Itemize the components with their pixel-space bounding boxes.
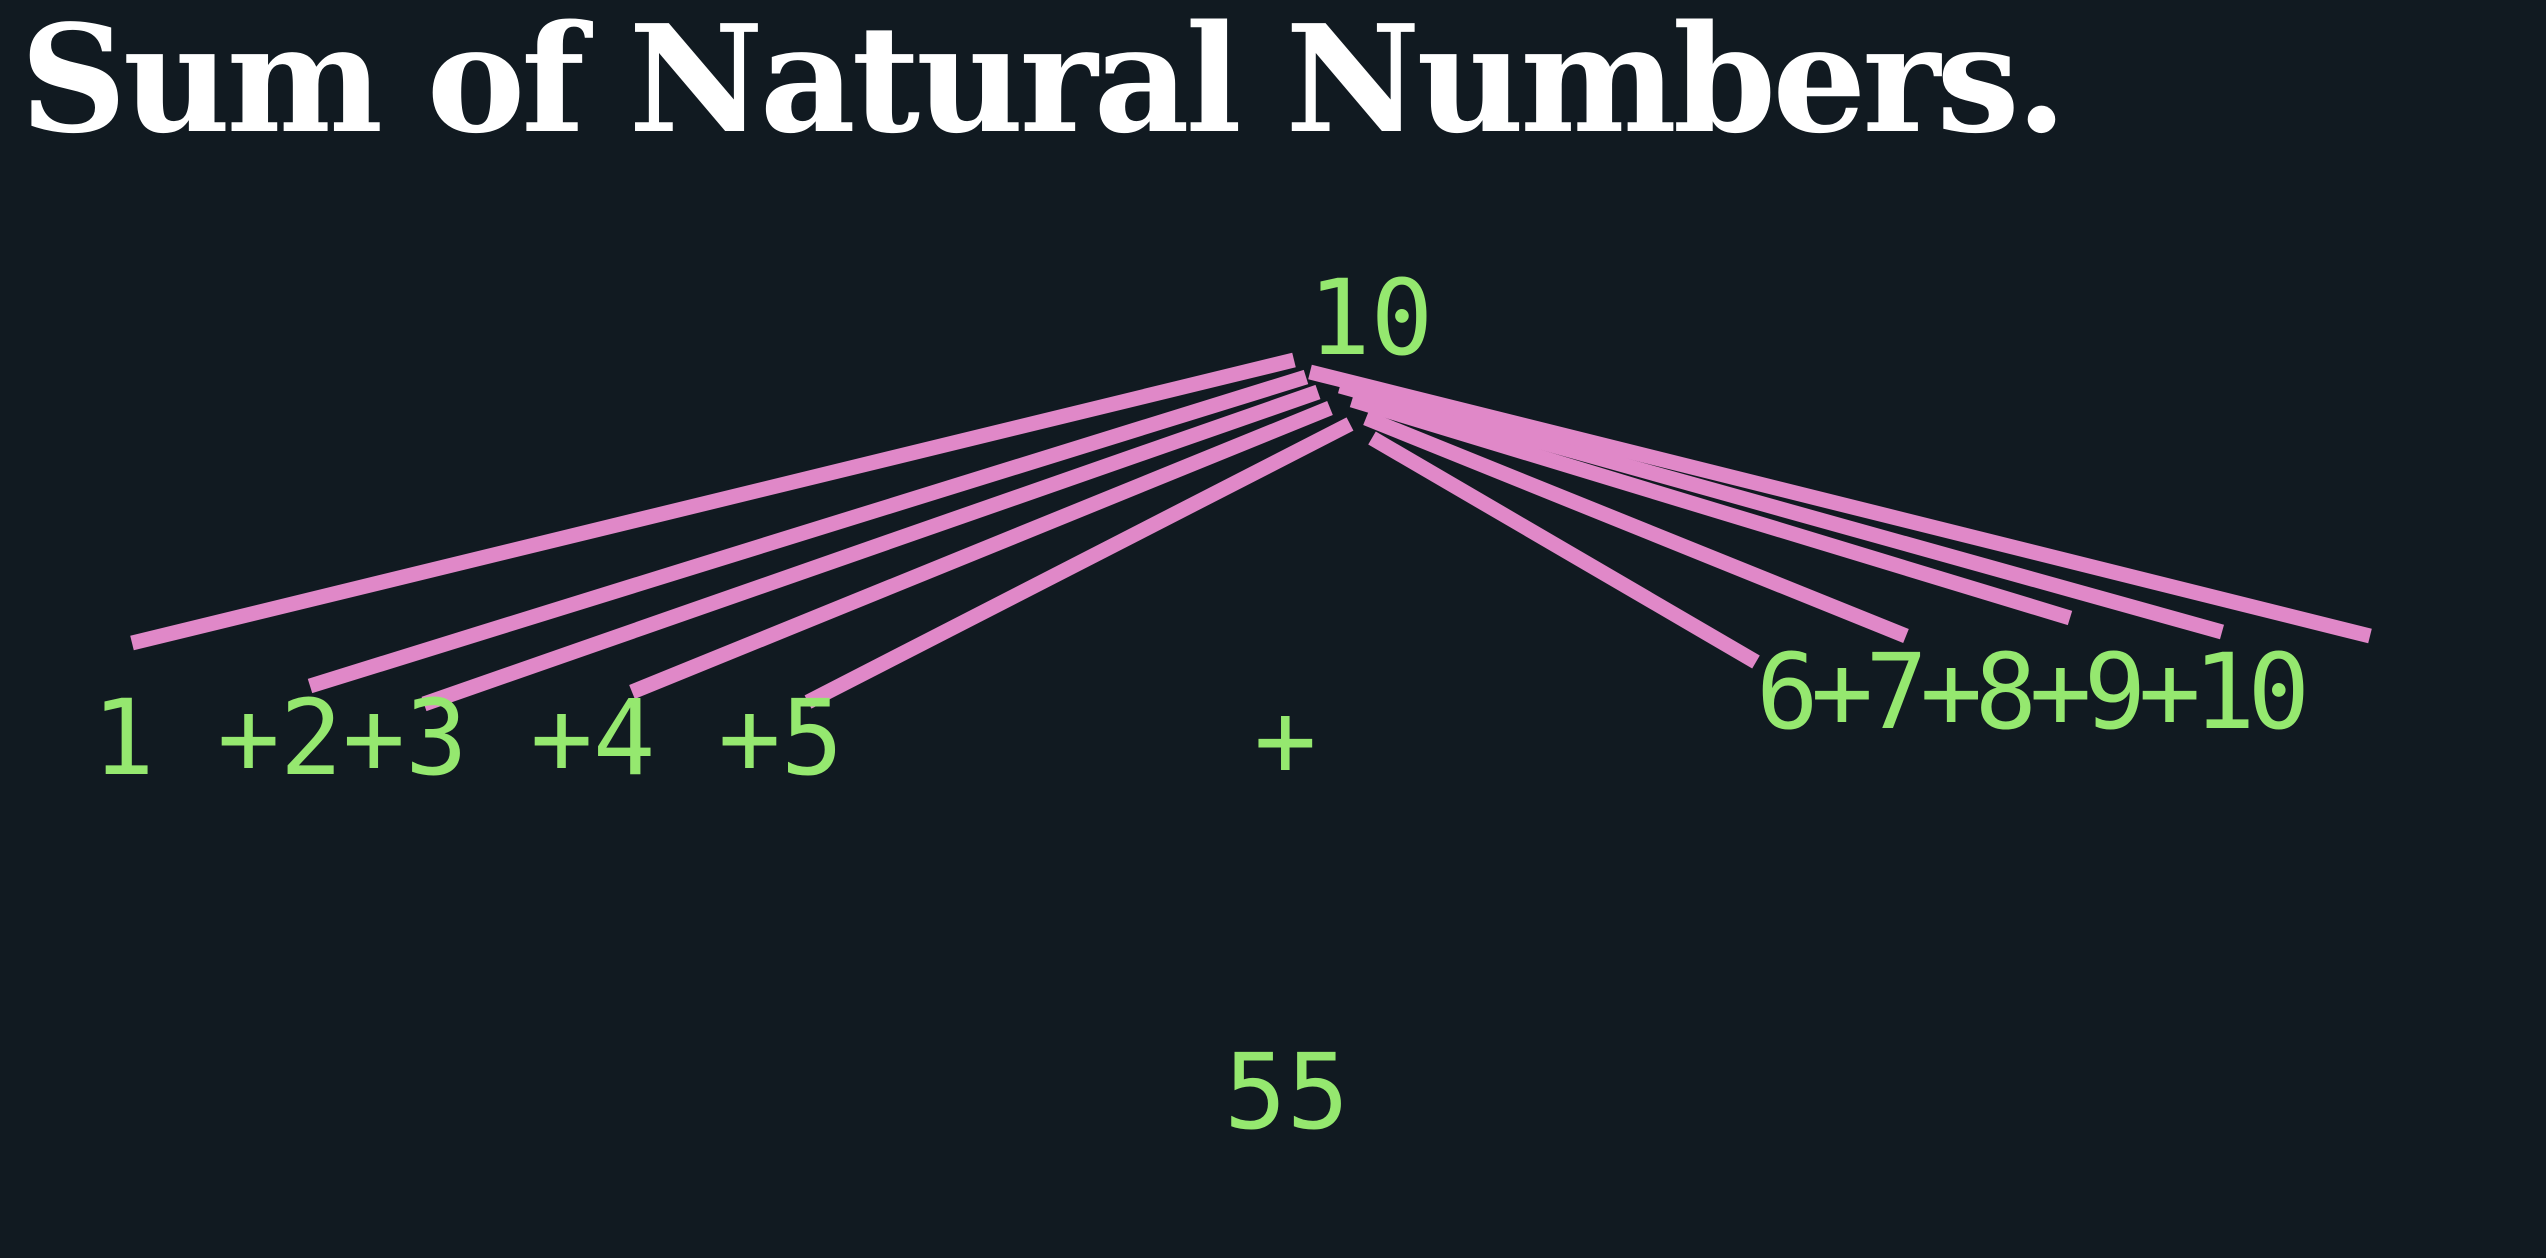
page-title: Sum of Natural Numbers. — [20, 0, 2067, 166]
connector-line-6 — [1368, 431, 1760, 669]
connector-line-3 — [421, 384, 1321, 712]
connector-line-4 — [629, 401, 1333, 699]
right-expression: 6+7+8+9+10 — [1756, 631, 2310, 753]
left-expression: 1 +2+3 +4 +5 — [92, 677, 844, 799]
connector-line-2 — [307, 369, 1309, 694]
connector-line-10 — [1308, 364, 2372, 644]
result-number: 55 — [1224, 1031, 1350, 1153]
connector-line-7 — [1363, 411, 1909, 643]
connector-line-5 — [804, 417, 1354, 709]
connector-line-9 — [1337, 378, 2225, 640]
connector-line-1 — [130, 352, 1296, 651]
connector-line-8 — [1349, 392, 2073, 626]
plus-operator: + — [1254, 679, 1317, 801]
top-number: 10 — [1308, 257, 1434, 379]
